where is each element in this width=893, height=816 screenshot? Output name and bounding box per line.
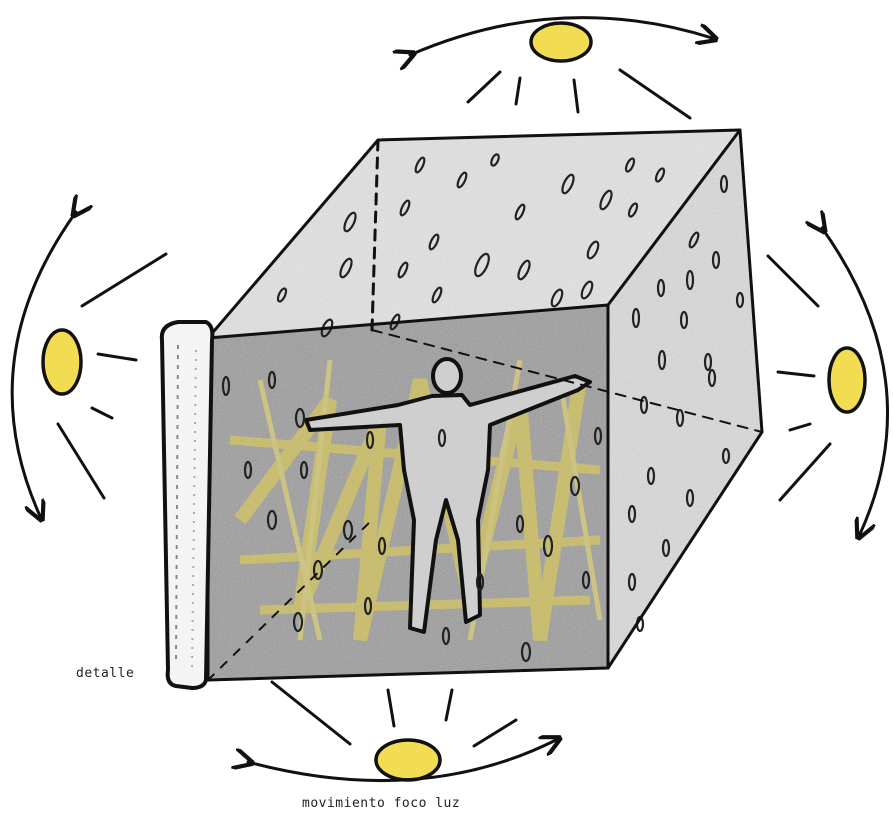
sun-icon <box>829 348 865 412</box>
light-source-right <box>768 228 888 534</box>
light-source-top <box>410 18 712 118</box>
detail-panel <box>162 322 213 688</box>
sun-icon <box>531 23 591 61</box>
light-movement-caption: movimiento foco luz <box>302 796 460 811</box>
perforated-cube <box>208 130 762 680</box>
light-source-bottom <box>248 682 556 781</box>
sun-icon <box>376 740 440 780</box>
detail-label: detalle <box>76 666 134 681</box>
sun-icon <box>43 330 81 394</box>
light-source-left <box>12 212 166 516</box>
